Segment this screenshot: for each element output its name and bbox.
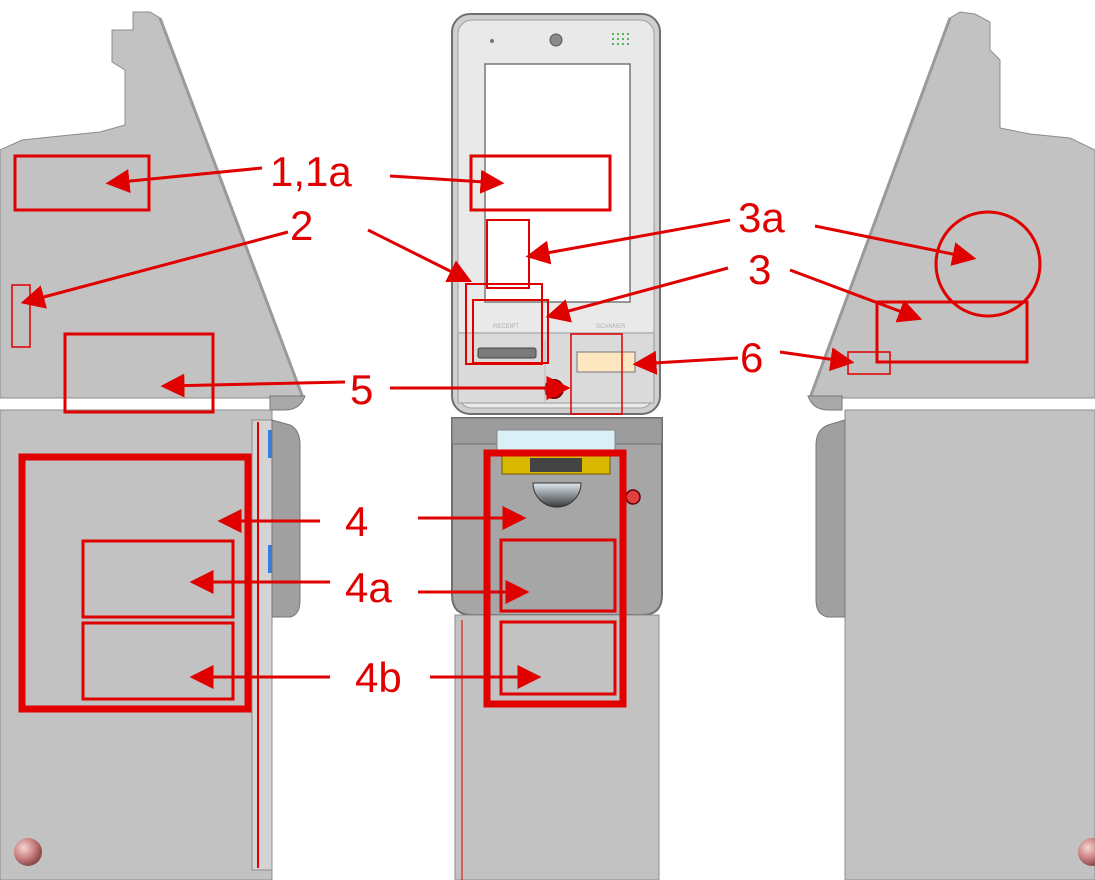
left-upper-body [0,11,304,399]
receipt-printer-slot [477,347,537,359]
label-3: 3 [748,246,771,293]
arrow-3-right [789,268,923,323]
arrow-3-left [545,266,729,323]
label-3a: 3a [738,194,785,241]
right-ledge [807,395,843,411]
front-box-4 [483,449,627,708]
arrow-5-left [160,373,346,398]
label-4b: 4b [355,654,402,701]
right-side-bumper [815,419,846,618]
right-foot-ball [1078,838,1095,866]
right-bezel-edge [808,17,952,399]
label-4: 4 [345,498,368,545]
arrow-3a-right [814,224,977,266]
left-side-view [0,11,306,880]
label-6: 6 [740,334,763,381]
bill-acceptor-core [530,458,582,472]
front-view: RECEIPT SCANNER [451,13,663,880]
callout-arrows [20,166,977,689]
arrow-1-right [389,169,505,194]
right-box-3 [875,300,1029,364]
scanner-slot-label: SCANNER [596,324,626,330]
receipt-slot-label: RECEIPT [493,324,519,330]
camera-lens-icon [549,33,563,47]
label-2: 2 [290,202,313,249]
arrow-2-right [367,228,473,283]
speaker-grille-icon [612,33,629,45]
dome-camera-icon [532,482,582,508]
sensor-dot-icon [490,39,494,43]
arrow-6-left [632,350,739,375]
front-box-1 [469,154,612,212]
label-5: 5 [350,366,373,413]
lock-button-icon [625,489,641,505]
arrow-3a-left [525,218,731,265]
label-4a: 4a [345,564,392,611]
left-side-bumper [271,419,301,618]
arrow-6-right [779,347,855,372]
front-box-4b [499,620,617,696]
right-lower-body [844,409,1095,880]
left-box-4a [81,539,235,619]
arrow-1-left [105,166,263,194]
front-box-4a [499,538,617,613]
left-door-strip [251,419,273,871]
right-side-view [807,11,1095,880]
left-box-4b [81,621,235,701]
left-box-5 [63,332,215,414]
right-circle-3a [934,210,1042,318]
left-box-2 [11,284,31,348]
front-box-6 [570,333,623,415]
left-hinge-top [268,430,272,458]
card-reader-window [576,351,636,373]
left-ledge [269,395,306,411]
callout-labels: 1,1a 2 3a 3 6 5 4 4a 4b [270,148,785,701]
front-box-3 [472,299,549,364]
label-1-1a: 1,1a [270,148,352,195]
right-upper-body [809,11,1095,399]
left-hinge-bottom [268,545,272,573]
arrow-2-left [20,230,289,309]
left-foot-ball [14,838,42,866]
left-box-1 [13,154,151,212]
left-bezel-edge [158,17,305,399]
left-lower-body [0,409,273,880]
touch-screen [484,63,631,303]
